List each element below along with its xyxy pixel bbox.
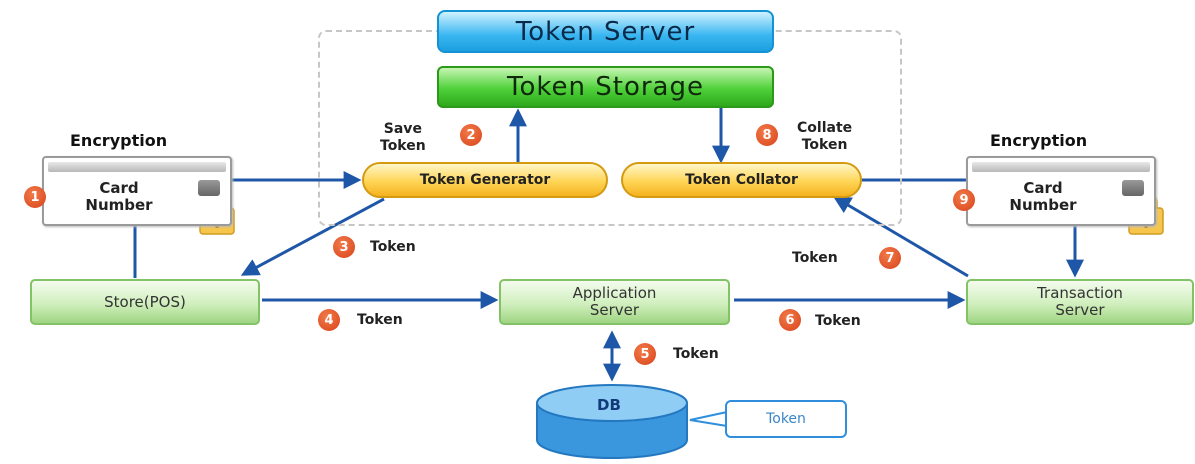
step-8-line1: Collate — [797, 120, 853, 136]
step-5-label: Token — [673, 346, 719, 362]
card-stripe — [48, 162, 226, 172]
token-collator-label: Token Collator — [685, 172, 798, 188]
db-cylinder — [536, 384, 688, 459]
right-card: Card Number — [966, 156, 1156, 226]
step-badge-4: 4 — [318, 309, 340, 331]
step-badge-9: 9 — [953, 189, 975, 211]
step-4-label: Token — [357, 312, 403, 328]
card-chip-icon — [198, 180, 220, 196]
token-server-box: Token Server — [437, 10, 774, 53]
step-badge-8: 8 — [756, 124, 778, 146]
left-encryption-heading: Encryption — [70, 131, 168, 150]
left-card: Card Number — [42, 156, 232, 226]
db-token-bubble-label: Token — [766, 411, 806, 427]
token-server-title: Token Server — [515, 16, 696, 47]
store-pos-box: Store(POS) — [30, 279, 260, 325]
db-label: DB — [597, 396, 621, 414]
application-server-line2: Server — [589, 301, 640, 319]
right-encryption-heading: Encryption — [990, 131, 1088, 150]
db-token-bubble: Token — [725, 400, 847, 438]
token-collator: Token Collator — [621, 162, 862, 198]
transaction-server-line2: Server — [1055, 301, 1105, 319]
step-8-line2: Token — [801, 137, 848, 153]
token-generator-label: Token Generator — [419, 172, 551, 188]
step-7-label: Token — [792, 250, 838, 266]
step-badge-3: 3 — [333, 236, 355, 258]
token-generator: Token Generator — [362, 162, 608, 198]
step-2-label: Save Token — [380, 121, 426, 155]
transaction-server-line1: Transaction — [1037, 284, 1123, 302]
arrow-generator-to-store — [240, 197, 385, 276]
step-8-label: Collate Token — [797, 120, 852, 154]
left-card-line1: Card — [99, 179, 139, 197]
right-card-label: Card Number — [968, 180, 1118, 214]
card-chip-icon — [1122, 180, 1144, 196]
step-2-line1: Save — [383, 121, 422, 137]
step-3-label: Token — [370, 239, 416, 255]
card-stripe — [972, 162, 1150, 172]
right-card-line1: Card — [1023, 179, 1063, 197]
step-badge-6: 6 — [779, 309, 801, 331]
store-pos-label: Store(POS) — [104, 292, 186, 311]
step-badge-7: 7 — [879, 247, 901, 269]
step-6-label: Token — [815, 313, 861, 329]
step-badge-2: 2 — [460, 124, 482, 146]
bubble-tail — [689, 411, 728, 427]
token-storage-title: Token Storage — [507, 72, 704, 102]
left-card-label: Card Number — [44, 180, 194, 214]
arrow-transaction-to-collator — [832, 196, 969, 278]
step-badge-5: 5 — [634, 343, 656, 365]
right-card-line2: Number — [1009, 196, 1077, 214]
token-storage-box: Token Storage — [437, 66, 774, 108]
left-card-line2: Number — [85, 196, 153, 214]
application-server-line1: Application — [572, 284, 657, 302]
step-2-line2: Token — [380, 138, 426, 154]
transaction-server-box: Transaction Server — [966, 279, 1194, 325]
step-badge-1: 1 — [24, 186, 46, 208]
application-server-box: Application Server — [499, 279, 730, 325]
